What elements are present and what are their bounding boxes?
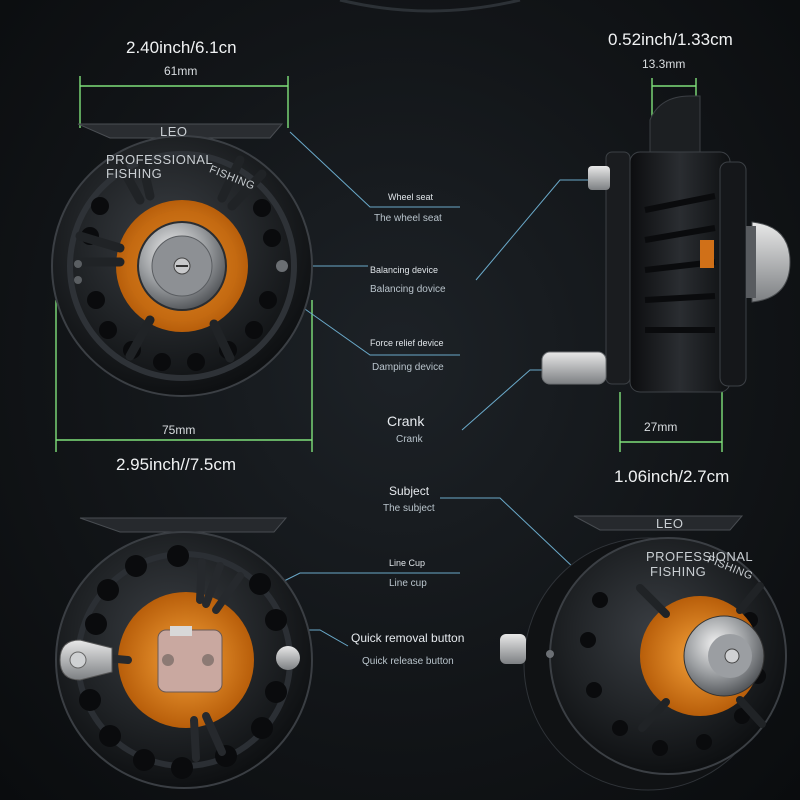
dimension-bottom-left-inch: 2.95inch//7.5cm xyxy=(116,455,237,474)
label-wheel-seat: Wheel seat xyxy=(388,192,434,202)
brand-name-front: LEO xyxy=(160,124,188,139)
brand-tagline2-front: FISHING xyxy=(106,166,163,181)
label-subject-alt: The subject xyxy=(383,503,435,514)
label-line-cup-alt: Line cup xyxy=(389,578,427,589)
reel-back-view xyxy=(55,517,313,789)
brand-tagline-angle: PROFESSIONAL xyxy=(646,549,754,564)
label-quick-removal-button: Quick removal button xyxy=(351,631,465,645)
brand-name-angle: LEO xyxy=(656,516,684,531)
dimension-top-left-mm: 61mm xyxy=(164,64,198,78)
label-crank-alt: Crank xyxy=(396,434,423,445)
reel-angle-view xyxy=(500,515,787,791)
dimension-bottom-left-mm: 75mm xyxy=(162,423,196,437)
label-balancing-device-alt: Balancing dovice xyxy=(370,284,446,295)
dimension-bottom-right-inch: 1.06inch/2.7cm xyxy=(614,467,730,486)
label-crank: Crank xyxy=(387,413,425,429)
brand-tagline2-angle: FISHING xyxy=(650,564,707,579)
dimension-top-left-inch: 2.40inch/6.1cn xyxy=(126,38,237,57)
reel-side-view xyxy=(541,95,791,393)
dimension-top-right-mm: 13.3mm xyxy=(642,57,686,71)
background-arc xyxy=(339,0,521,13)
label-wheel-seat-alt: The wheel seat xyxy=(374,213,442,224)
dimension-top-right-inch: 0.52inch/1.33cm xyxy=(608,30,733,49)
label-force-relief-device: Force relief device xyxy=(370,338,444,348)
label-balancing-device: Balancing device xyxy=(370,265,439,275)
label-subject: Subject xyxy=(389,484,430,498)
label-quick-release-button: Quick release button xyxy=(362,656,454,667)
dimension-bottom-right-mm: 27mm xyxy=(644,420,678,434)
reel-front-view xyxy=(51,123,313,397)
label-damping-device: Damping device xyxy=(372,362,444,373)
label-line-cup: Line Cup xyxy=(389,558,426,568)
brand-tagline-front: PROFESSIONAL xyxy=(106,152,214,167)
